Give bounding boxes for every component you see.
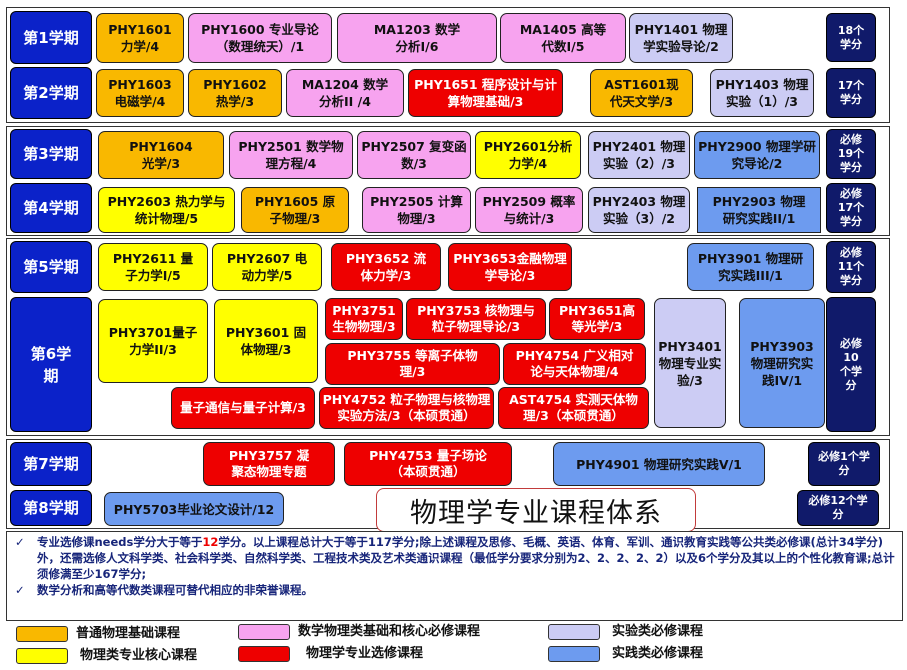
check-icon: ✓ <box>15 583 25 597</box>
course-phy3755[interactable]: PHY3755 等离子体物理/3 <box>325 343 500 385</box>
semester-1-label: 第1学期 <box>10 11 92 64</box>
course-phy4754[interactable]: PHY4754 广义相对论与天体物理/4 <box>503 343 646 385</box>
semester-6-credits: 必修10个学分 <box>826 297 876 432</box>
course-ma1405[interactable]: MA1405 高等代数I/5 <box>500 13 626 63</box>
legend-swatch-pink <box>238 624 290 640</box>
semester-6-label: 第6学期 <box>10 297 92 432</box>
note-1: ✓ 专业选修课needs学分大于等于12学分。以上课程总计大于等于117学分;除… <box>15 534 896 582</box>
course-phy3401[interactable]: PHY3401 物理专业实验/3 <box>654 298 726 428</box>
course-phy2900[interactable]: PHY2900 物理学研究导论/2 <box>694 131 820 179</box>
course-phy2603[interactable]: PHY2603 热力学与统计物理/5 <box>98 187 235 233</box>
legend-label-pink: 数学物理类基础和核心必修课程 <box>298 624 481 639</box>
course-phy2501[interactable]: PHY2501 数学物理方程/4 <box>229 131 353 179</box>
semester-2-label: 第2学期 <box>10 67 92 119</box>
note-1-part-a: 专业选修课needs学分大于等于 <box>37 535 203 549</box>
course-phy3701[interactable]: PHY3701量子力学II/3 <box>98 299 208 383</box>
course-phy5703[interactable]: PHY5703毕业论文设计/12 <box>104 492 284 526</box>
course-phy1651[interactable]: PHY1651 程序设计与计算物理基础/3 <box>408 69 563 117</box>
course-phy3757[interactable]: PHY3757 凝聚态物理专题 <box>203 442 335 486</box>
note-1-highlight: 12 <box>202 535 219 549</box>
course-phy3901[interactable]: PHY3901 物理研究实践III/1 <box>687 243 814 291</box>
legend-label-yellow: 物理类专业核心课程 <box>80 648 198 663</box>
semester-1-credits: 18个学分 <box>826 13 876 62</box>
note-1-part-b: 学分。以上课程总计大于等于117学分;除上述课程及思修、毛概、英语、体育、军训、… <box>37 535 895 581</box>
legend-swatch-blue <box>548 646 600 662</box>
semester-8-credits: 必修12个学分 <box>797 490 879 526</box>
legend-label-red: 物理学专业选修课程 <box>306 646 424 661</box>
course-phy3601[interactable]: PHY3601 固体物理/3 <box>214 299 318 383</box>
course-phy2601[interactable]: PHY2601分析力学/4 <box>475 131 581 179</box>
legend-swatch-orange <box>16 626 68 642</box>
diagram-title: 物理学专业课程体系 <box>376 488 696 532</box>
semester-2-credits: 17个学分 <box>826 68 876 118</box>
semester-3-credits: 必修19个学分 <box>826 129 876 179</box>
check-icon: ✓ <box>15 535 25 549</box>
course-phy2403[interactable]: PHY2403 物理实验（3）/2 <box>588 187 690 233</box>
course-quantum-info[interactable]: 量子通信与量子计算/3 <box>171 387 315 429</box>
course-phy2505[interactable]: PHY2505 计算物理/3 <box>362 187 471 233</box>
semester-7-label: 第7学期 <box>10 442 92 486</box>
course-phy1604[interactable]: PHY1604 光学/3 <box>98 131 224 179</box>
course-phy1601[interactable]: PHY1601 力学/4 <box>96 13 184 63</box>
course-phy2607[interactable]: PHY2607 电动力学/5 <box>212 243 322 291</box>
course-ma1203[interactable]: MA1203 数学分析I/6 <box>337 13 497 63</box>
semester-8-label: 第8学期 <box>10 490 92 526</box>
course-phy1602[interactable]: PHY1602 热学/3 <box>188 69 282 117</box>
course-phy3753[interactable]: PHY3753 核物理与粒子物理导论/3 <box>406 298 546 340</box>
course-ast4754[interactable]: AST4754 实测天体物理/3（本硕贯通） <box>498 387 649 429</box>
notes-panel: ✓ 专业选修课needs学分大于等于12学分。以上课程总计大于等于117学分;除… <box>6 531 903 621</box>
legend-swatch-yellow <box>16 648 68 664</box>
course-phy4753[interactable]: PHY4753 量子场论（本硕贯通） <box>344 442 512 486</box>
semester-5-label: 第5学期 <box>10 241 92 293</box>
note-2: ✓ 数学分析和高等代数类课程可替代相应的非荣誉课程。 <box>15 582 896 598</box>
course-phy3653[interactable]: PHY3653金融物理学导论/3 <box>448 243 572 291</box>
legend-label-lavender: 实验类必修课程 <box>612 624 704 639</box>
semester-7-credits: 必修1个学分 <box>808 442 880 486</box>
course-phy1403[interactable]: PHY1403 物理实验（1）/3 <box>710 69 814 117</box>
course-ast1601[interactable]: AST1601现代天文学/3 <box>590 69 693 117</box>
legend-label-orange: 普通物理基础课程 <box>76 626 181 641</box>
semester-5-credits: 必修11个学分 <box>826 241 876 293</box>
course-phy2611[interactable]: PHY2611 量子力学I/5 <box>98 243 208 291</box>
course-phy3751[interactable]: PHY3751 生物物理/3 <box>325 298 403 340</box>
course-phy2507[interactable]: PHY2507 复变函数/3 <box>357 131 471 179</box>
course-ma1204[interactable]: MA1204 数学分析II /4 <box>286 69 404 117</box>
legend-swatch-lavender <box>548 624 600 640</box>
legend-swatch-red <box>238 646 290 662</box>
course-phy3652[interactable]: PHY3652 流体力学/3 <box>331 243 441 291</box>
course-phy1600[interactable]: PHY1600 专业导论（数理统天）/1 <box>188 13 332 63</box>
note-2-text: 数学分析和高等代数类课程可替代相应的非荣誉课程。 <box>37 583 313 597</box>
course-phy2903[interactable]: PHY2903 物理研究实践II/1 <box>697 187 821 233</box>
semester-4-credits: 必修17个学分 <box>826 183 876 233</box>
course-phy3903[interactable]: PHY3903 物理研究实践IV/1 <box>739 298 825 428</box>
semester-3-label: 第3学期 <box>10 129 92 179</box>
course-phy3651[interactable]: PHY3651高等光学/3 <box>549 298 645 340</box>
legend-label-blue: 实践类必修课程 <box>612 646 704 661</box>
course-phy2509[interactable]: PHY2509 概率与统计/3 <box>475 187 583 233</box>
course-phy1605[interactable]: PHY1605 原子物理/3 <box>241 187 349 233</box>
semester-4-label: 第4学期 <box>10 183 92 233</box>
course-phy4752[interactable]: PHY4752 粒子物理与核物理实验方法/3（本硕贯通） <box>319 387 494 429</box>
course-phy1603[interactable]: PHY1603 电磁学/4 <box>96 69 184 117</box>
course-phy1401[interactable]: PHY1401 物理学实验导论/2 <box>629 13 733 63</box>
course-phy4901[interactable]: PHY4901 物理研究实践V/1 <box>553 442 765 486</box>
note-1-text: 专业选修课needs学分大于等于12学分。以上课程总计大于等于117学分;除上述… <box>37 534 896 582</box>
course-phy2401[interactable]: PHY2401 物理实验（2）/3 <box>588 131 690 179</box>
